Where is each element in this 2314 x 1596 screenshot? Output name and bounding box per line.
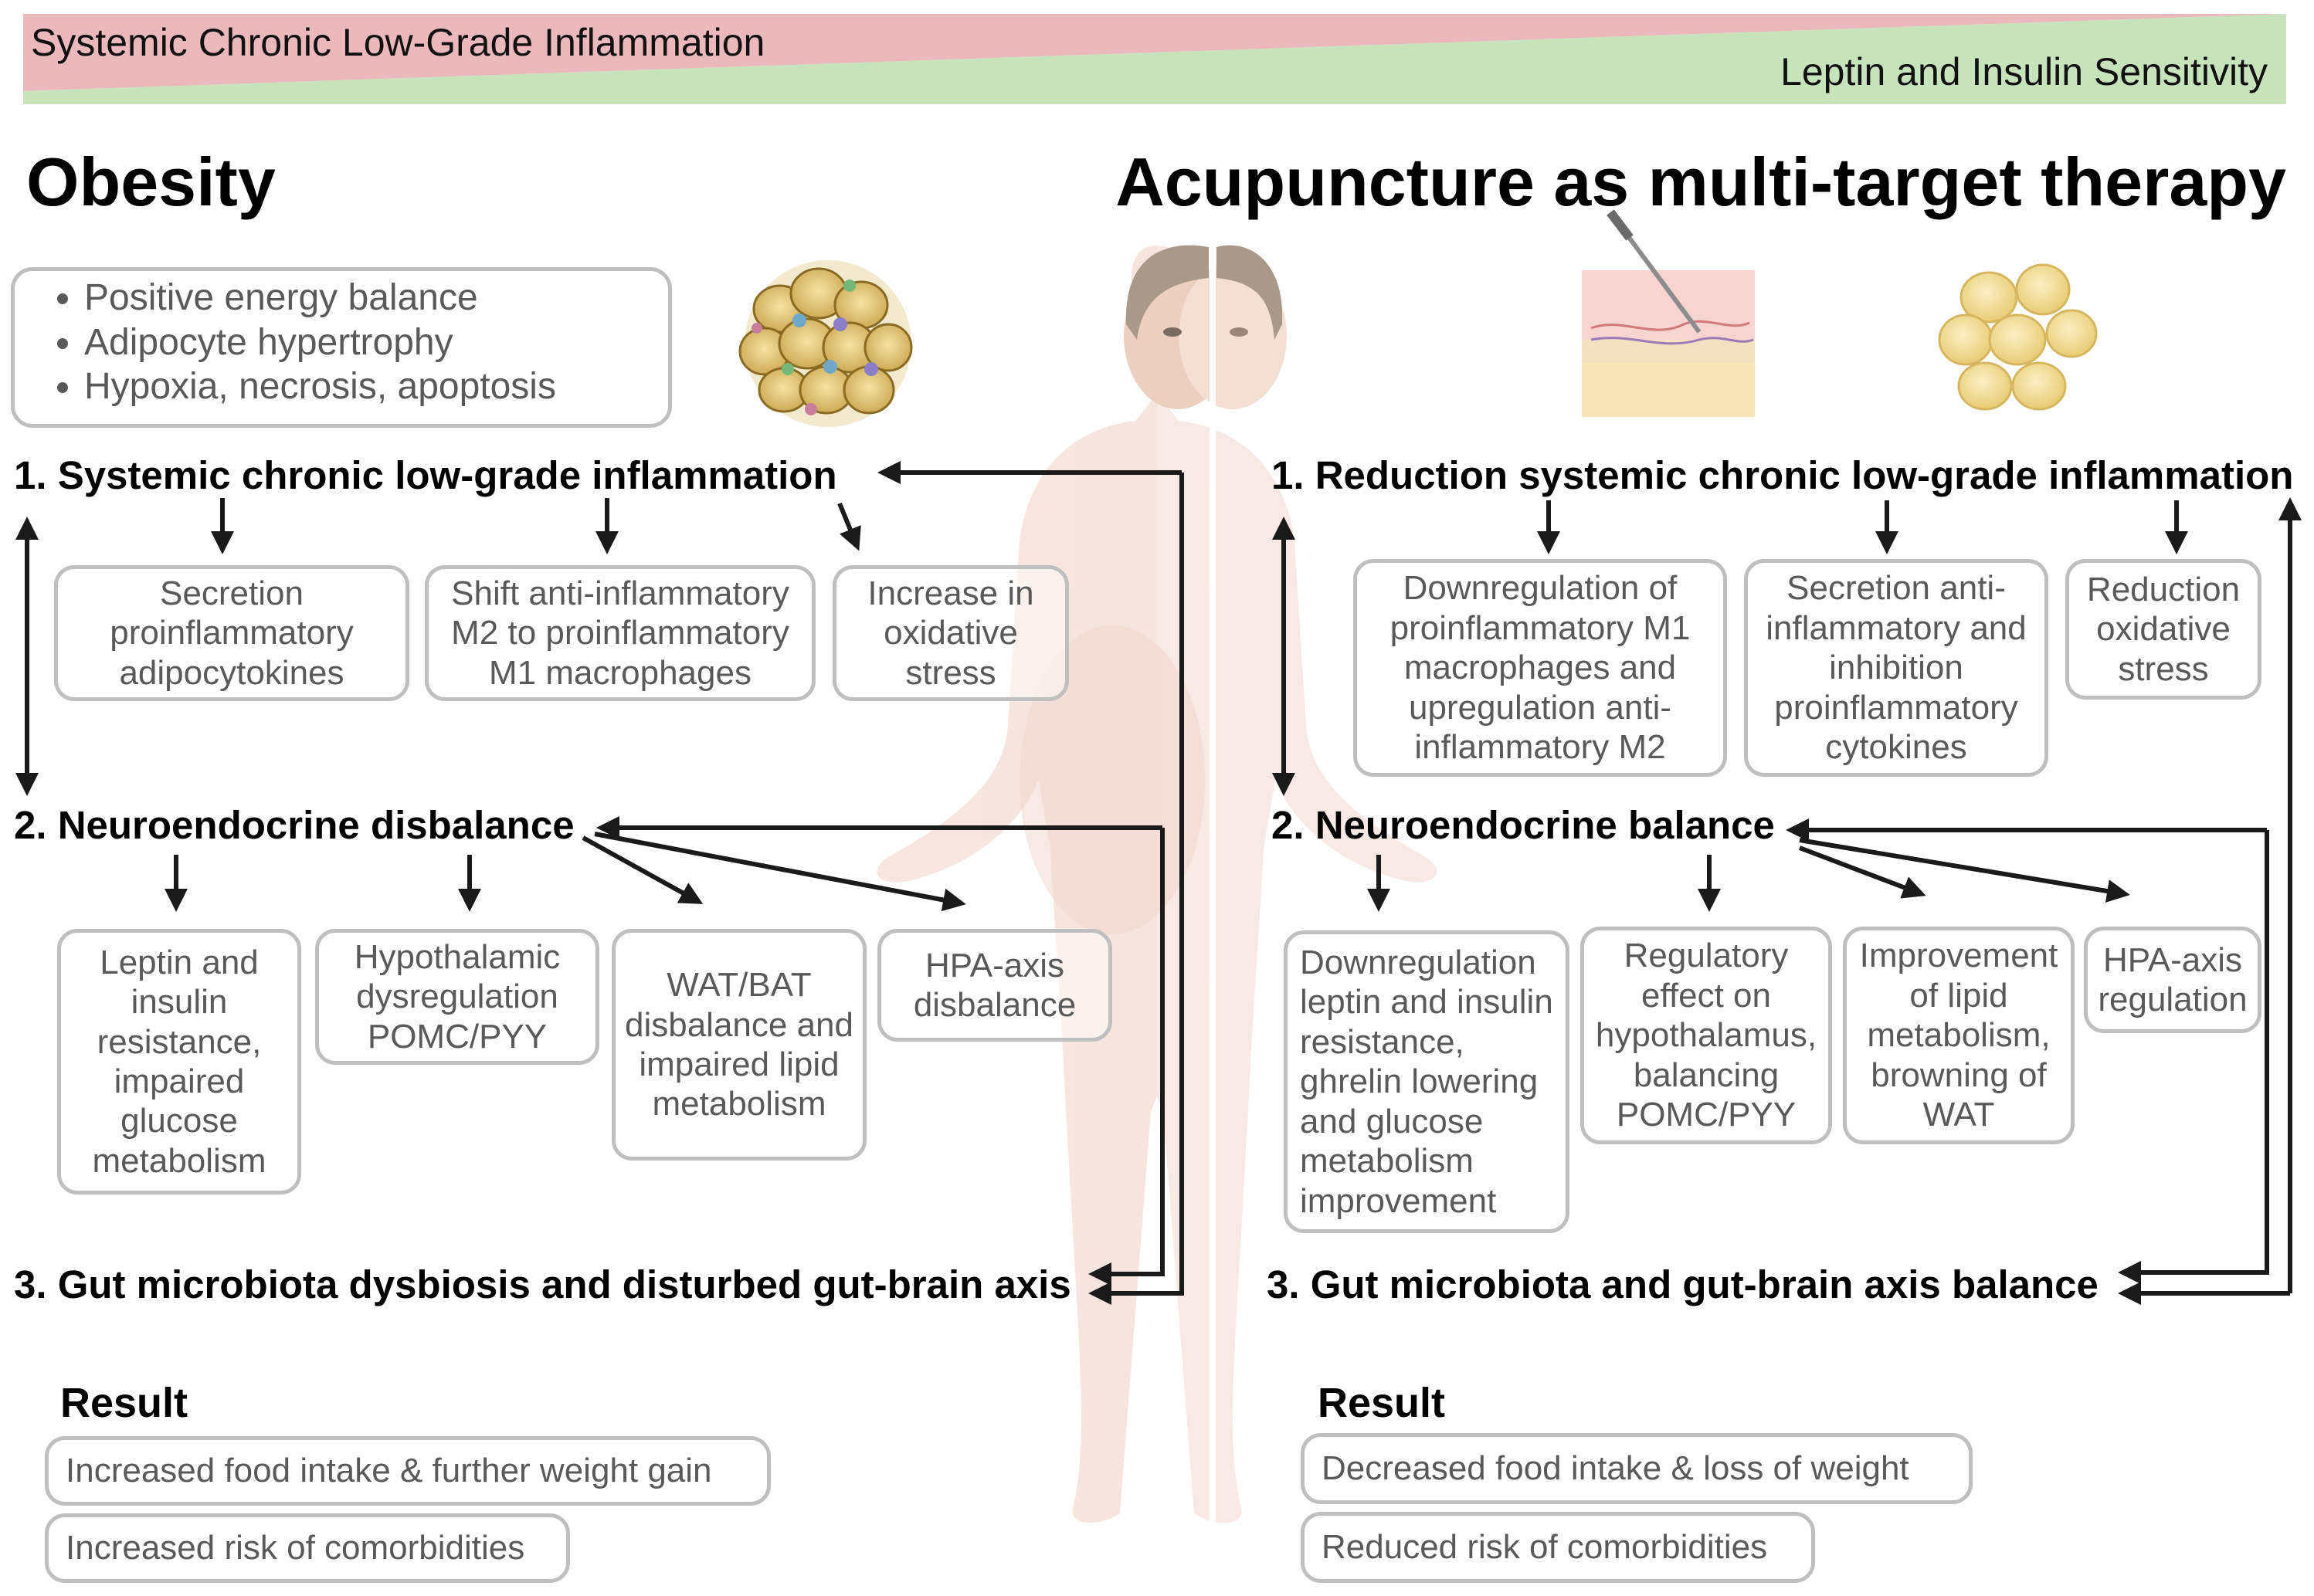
human-body-figure — [877, 245, 1437, 1523]
right-box-oxidative-stress: Reduction oxidative stress — [2065, 559, 2261, 700]
right-heading-gut: 3. Gut microbiota and gut-brain axis bal… — [1267, 1262, 2099, 1306]
left-heading-gut: 3. Gut microbiota dysbiosis and disturbe… — [14, 1262, 1071, 1306]
right-arrows — [1272, 497, 2302, 1305]
right-box-cytokines: Secretion anti-inflammatory and inhibiti… — [1744, 559, 2048, 777]
left-result-item: Increased food intake & further weight g… — [45, 1436, 771, 1506]
head-right — [1179, 263, 1287, 409]
inflammation-banner-label: Systemic Chronic Low-Grade Inflammation — [31, 21, 765, 64]
right-box-lipid-metabolism: Improvement of lipid metabolism, brownin… — [1843, 927, 2075, 1144]
intro-item: Positive energy balance — [84, 276, 660, 320]
left-box-adipocytokines: Secretion proinflammatory adipocytokines — [54, 565, 409, 701]
right-title: Acupuncture as multi-target therapy — [1115, 144, 2286, 220]
right-heading-neuroendocrine: 2. Neuroendocrine balance — [1271, 803, 1775, 847]
left-heading-inflammation: 1. Systemic chronic low-grade inflammati… — [14, 453, 837, 497]
skin-acupuncture-needle — [1582, 209, 1755, 417]
left-result-heading: Result — [60, 1380, 188, 1426]
right-result-item: Reduced risk of comorbidities — [1301, 1512, 1815, 1583]
hair-left — [1125, 245, 1209, 340]
obesity-features-box: Positive energy balance Adipocyte hypert… — [11, 267, 672, 428]
intro-item: Adipocyte hypertrophy — [84, 320, 660, 365]
healthy-adipose-tissue — [1938, 263, 2098, 411]
hair-right — [1216, 245, 1283, 340]
sensitivity-banner-label: Leptin and Insulin Sensitivity — [1780, 50, 2268, 93]
right-box-macrophages: Downregulation of proinflammatory M1 mac… — [1353, 559, 1727, 777]
left-title: Obesity — [26, 144, 276, 220]
left-box-hypothalamic: Hypothalamic dysregulation POMC/PYY — [315, 929, 599, 1065]
left-box-leptin-insulin: Leptin and insulin resistance, impaired … — [57, 929, 301, 1194]
left-box-macrophages: Shift anti-inflammatory M2 to proinflamm… — [425, 565, 816, 701]
left-arrows — [15, 461, 1184, 1305]
right-box-hypothalamus: Regulatory effect on hypothalamus, balan… — [1580, 927, 1832, 1144]
right-box-hpa-axis: HPA-axis regulation — [2084, 927, 2261, 1033]
left-box-oxidative-stress: Increase in oxidative stress — [833, 565, 1069, 701]
right-box-leptin-insulin: Downregulation leptin and insulin resist… — [1284, 930, 1569, 1233]
sensitivity-wedge — [23, 14, 2286, 104]
left-heading-neuroendocrine: 2. Neuroendocrine disbalance — [14, 803, 575, 847]
right-result-item: Decreased food intake & loss of weight — [1301, 1433, 1973, 1504]
left-box-hpa-axis: HPA-axis disbalance — [877, 929, 1112, 1042]
left-result-item: Increased risk of comorbidities — [45, 1513, 570, 1583]
right-result-heading: Result — [1318, 1380, 1446, 1426]
inflamed-adipose-tissue — [738, 260, 913, 427]
left-box-wat-bat: WAT/BAT disbalance and impaired lipid me… — [612, 929, 867, 1161]
right-heading-inflammation: 1. Reduction systemic chronic low-grade … — [1271, 453, 2294, 497]
intro-item: Hypoxia, necrosis, apoptosis — [84, 364, 660, 409]
